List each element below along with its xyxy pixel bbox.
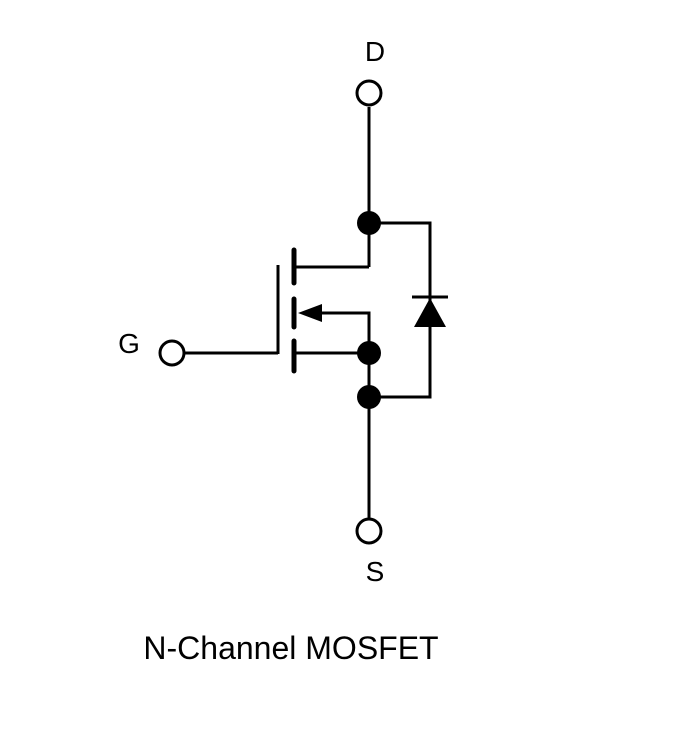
drain-label: D <box>365 36 385 67</box>
diode-branch-wire <box>369 221 432 399</box>
gate-terminal <box>158 339 186 367</box>
gate-lead: G <box>118 265 280 367</box>
diode-junction <box>357 385 381 409</box>
diagram-caption: N-Channel MOSFET <box>143 630 438 666</box>
body-diode <box>369 221 448 399</box>
drain-terminal <box>355 79 383 107</box>
internal-wires <box>296 265 371 519</box>
source-label: S <box>366 556 385 587</box>
drain-junction <box>357 211 381 235</box>
gate-label: G <box>118 328 140 359</box>
source-junction <box>357 341 381 365</box>
drain-lead: D <box>355 36 385 267</box>
diode-triangle-icon <box>414 298 446 327</box>
source-terminal <box>355 517 383 545</box>
body-arrow-icon <box>298 304 322 322</box>
body-connection <box>318 311 371 353</box>
junctions <box>357 211 381 409</box>
source-lead: S <box>355 517 385 587</box>
